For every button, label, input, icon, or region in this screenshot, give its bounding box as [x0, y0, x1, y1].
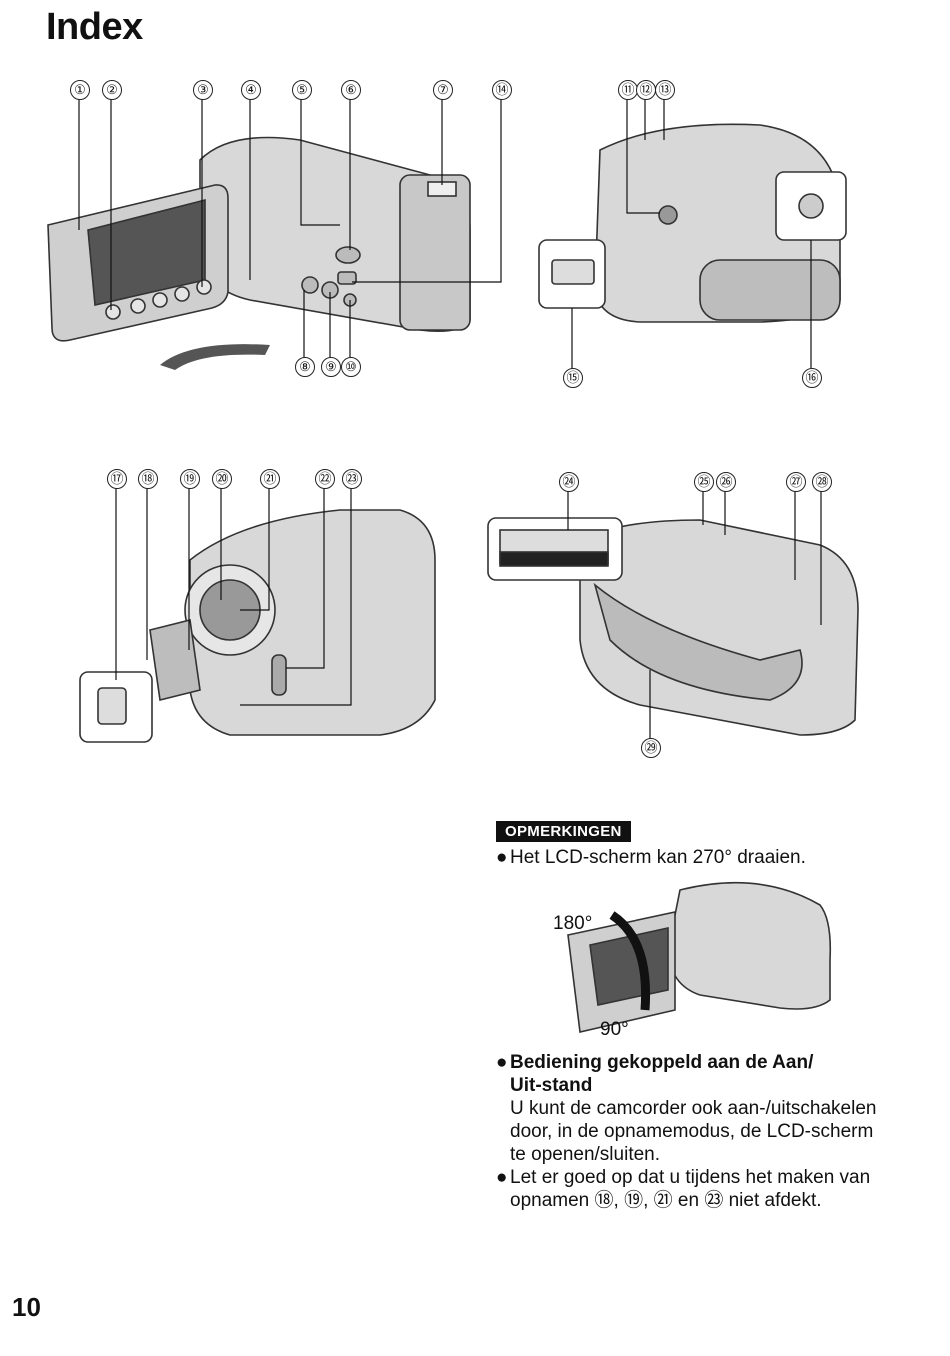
callout-5: ⑤ [292, 80, 312, 100]
callout-7: ⑦ [433, 80, 453, 100]
callout-15: ⑮ [563, 368, 583, 388]
callout-26: ㉖ [716, 472, 736, 492]
callout-14: ⑭ [492, 80, 512, 100]
callout-13: ⑬ [655, 80, 675, 100]
callout-17: ⑰ [107, 469, 127, 489]
note-line-1: Let er goed op dat u tijdens het maken v… [510, 1167, 871, 1188]
callout-11: ⑪ [618, 80, 638, 100]
callout-9: ⑨ [321, 357, 341, 377]
rotation-180-label: 180° [553, 913, 593, 934]
callout-29: ㉙ [641, 738, 661, 758]
camcorder-front-drawing [79, 509, 436, 743]
callout-6: ⑥ [341, 80, 361, 100]
callout-28: ㉘ [812, 472, 832, 492]
notes-heading: OPMERKINGEN [496, 821, 631, 842]
camcorder-bottom-drawing [487, 517, 859, 736]
camcorder-rear-drawing [538, 123, 847, 323]
callout-18: ⑱ [138, 469, 158, 489]
callout-20: ⑳ [212, 469, 232, 489]
callout-12: ⑫ [636, 80, 656, 100]
note-line-2: opnamen ⑱, ⑲, ㉑ en ㉓ niet afdekt. [510, 1190, 822, 1211]
callout-4: ④ [241, 80, 261, 100]
note-title-line-2: Uit-stand [510, 1075, 593, 1096]
note-text: Het LCD-scherm kan 270° draaien. [510, 847, 806, 868]
callout-19: ⑲ [180, 469, 200, 489]
callout-1: ① [70, 80, 90, 100]
camcorder-lcd-open-drawing [47, 136, 471, 370]
bullet: ● [496, 1167, 508, 1188]
note-body-line-2: door, in de opnamemodus, de LCD-scherm [510, 1121, 874, 1142]
callout-2: ② [102, 80, 122, 100]
callout-21: ㉑ [260, 469, 280, 489]
callout-24: ㉔ [559, 472, 579, 492]
callout-23: ㉓ [342, 469, 362, 489]
callout-27: ㉗ [786, 472, 806, 492]
note-title-line-1: Bediening gekoppeld aan de Aan/ [510, 1052, 814, 1073]
page-number: 10 [12, 1292, 41, 1322]
callout-10: ⑩ [341, 357, 361, 377]
callout-16: ⑯ [802, 368, 822, 388]
bullet: ● [496, 847, 508, 868]
note-body-line-1: U kunt de camcorder ook aan-/uitschakele… [510, 1098, 877, 1119]
rotation-90-label: 90° [600, 1019, 629, 1040]
bullet: ● [496, 1052, 508, 1073]
callout-25: ㉕ [694, 472, 714, 492]
page-title: Index [46, 6, 143, 48]
callout-22: ㉒ [315, 469, 335, 489]
callout-3: ③ [193, 80, 213, 100]
camcorder-rotation-drawing [567, 881, 832, 1033]
callout-8: ⑧ [295, 357, 315, 377]
note-body-line-3: te openen/sluiten. [510, 1144, 661, 1165]
